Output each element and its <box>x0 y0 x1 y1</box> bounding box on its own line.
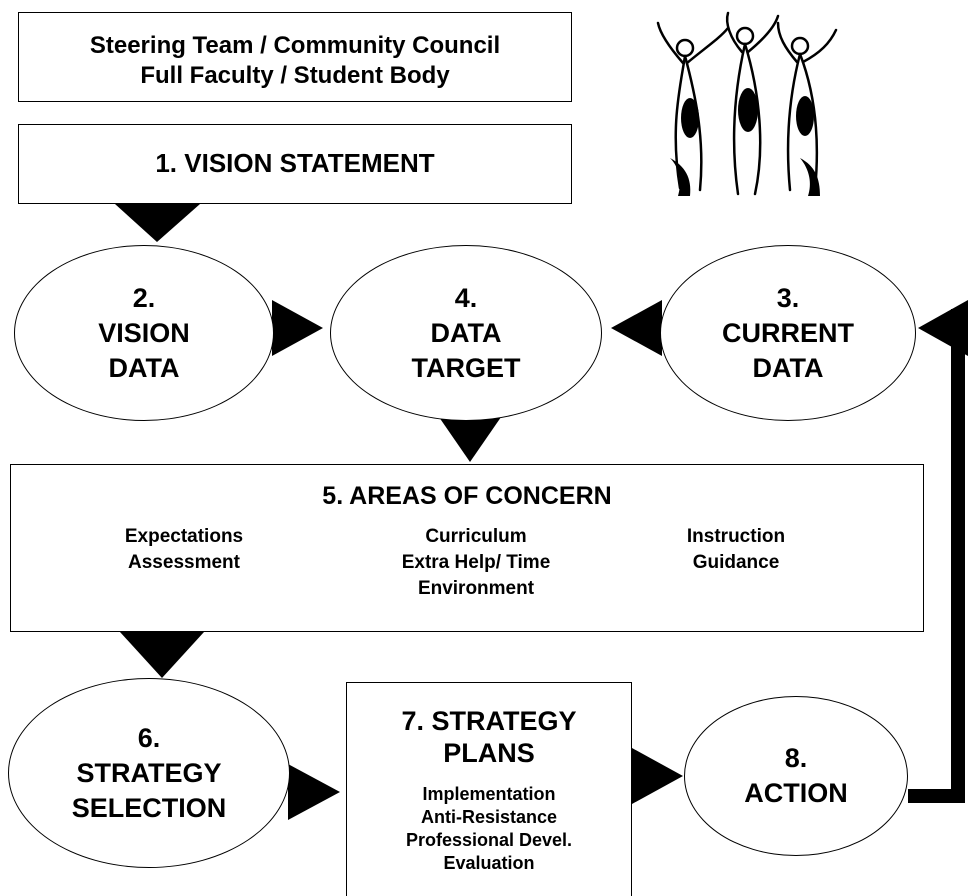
concern-extra-help-time: Extra Help/ Time <box>401 552 551 573</box>
strategy-selection-label-2: SELECTION <box>71 792 227 823</box>
vision-data-label-2: DATA <box>108 352 180 383</box>
current-data-number: 3. <box>776 282 800 313</box>
concern-instruction: Instruction <box>686 526 786 547</box>
areas-column-2: Curriculum Extra Help/ Time Environment <box>371 524 581 602</box>
arrow-action-to-current <box>918 300 968 356</box>
vision-statement-box: 1. VISION STATEMENT <box>18 124 572 204</box>
strategy-plans-title-2: PLANS <box>443 738 535 768</box>
plan-implementation: Implementation <box>422 784 556 804</box>
participants-box: Steering Team / Community Council Full F… <box>18 12 572 102</box>
arrow-plans-to-action <box>632 748 683 804</box>
current-data-label-2: DATA <box>752 352 824 383</box>
vision-data-node: 2. VISION DATA <box>14 245 274 421</box>
current-data-node: 3. CURRENT DATA <box>660 245 916 421</box>
concern-environment: Environment <box>417 578 535 599</box>
vision-data-number: 2. <box>132 282 156 313</box>
strategy-selection-label-1: STRATEGY <box>76 757 222 788</box>
strategy-plans-items: Implementation Anti-Resistance Professio… <box>347 783 631 875</box>
areas-of-concern-title: 5. AREAS OF CONCERN <box>322 482 612 510</box>
data-target-label-1: DATA <box>430 317 502 348</box>
vision-data-label-1: VISION <box>98 317 190 348</box>
strategy-selection-node: 6. STRATEGY SELECTION <box>8 678 290 868</box>
plan-anti-resistance: Anti-Resistance <box>420 807 558 827</box>
arrow-current-to-target <box>611 300 662 356</box>
concern-guidance: Guidance <box>692 552 780 573</box>
people-celebrating-icon <box>656 11 838 196</box>
areas-column-3: Instruction Guidance <box>641 524 831 576</box>
arrow-selection-to-plans <box>288 764 340 820</box>
arrow-vision-to-visiondata <box>115 204 200 242</box>
areas-column-1: Expectations Assessment <box>79 524 289 576</box>
data-target-label-2: TARGET <box>411 352 521 383</box>
data-target-node: 4. DATA TARGET <box>330 245 602 421</box>
current-data-label-1: CURRENT <box>722 317 854 348</box>
data-target-number: 4. <box>454 282 478 313</box>
arrow-areas-to-selection <box>120 632 204 678</box>
concern-expectations: Expectations <box>124 526 244 547</box>
participants-line-1: Steering Team / Community Council <box>89 32 501 59</box>
action-label: ACTION <box>744 778 848 808</box>
concern-assessment: Assessment <box>128 552 240 573</box>
action-number: 8. <box>784 743 808 773</box>
participants-line-2: Full Faculty / Student Body <box>140 62 450 89</box>
plan-evaluation: Evaluation <box>443 853 535 873</box>
arrow-visiondata-to-target <box>272 300 323 356</box>
concern-curriculum: Curriculum <box>425 526 527 547</box>
action-node: 8. ACTION <box>684 696 908 856</box>
areas-of-concern-box: 5. AREAS OF CONCERN Expectations Assessm… <box>10 464 924 632</box>
strategy-plans-title-1: 7. STRATEGY <box>401 706 577 736</box>
plan-professional-devel: Professional Devel. <box>405 830 573 850</box>
strategy-plans-box: 7. STRATEGY PLANS Implementation Anti-Re… <box>346 682 632 896</box>
vision-statement-label: 1. VISION STATEMENT <box>155 148 435 178</box>
strategy-selection-number: 6. <box>137 722 161 753</box>
